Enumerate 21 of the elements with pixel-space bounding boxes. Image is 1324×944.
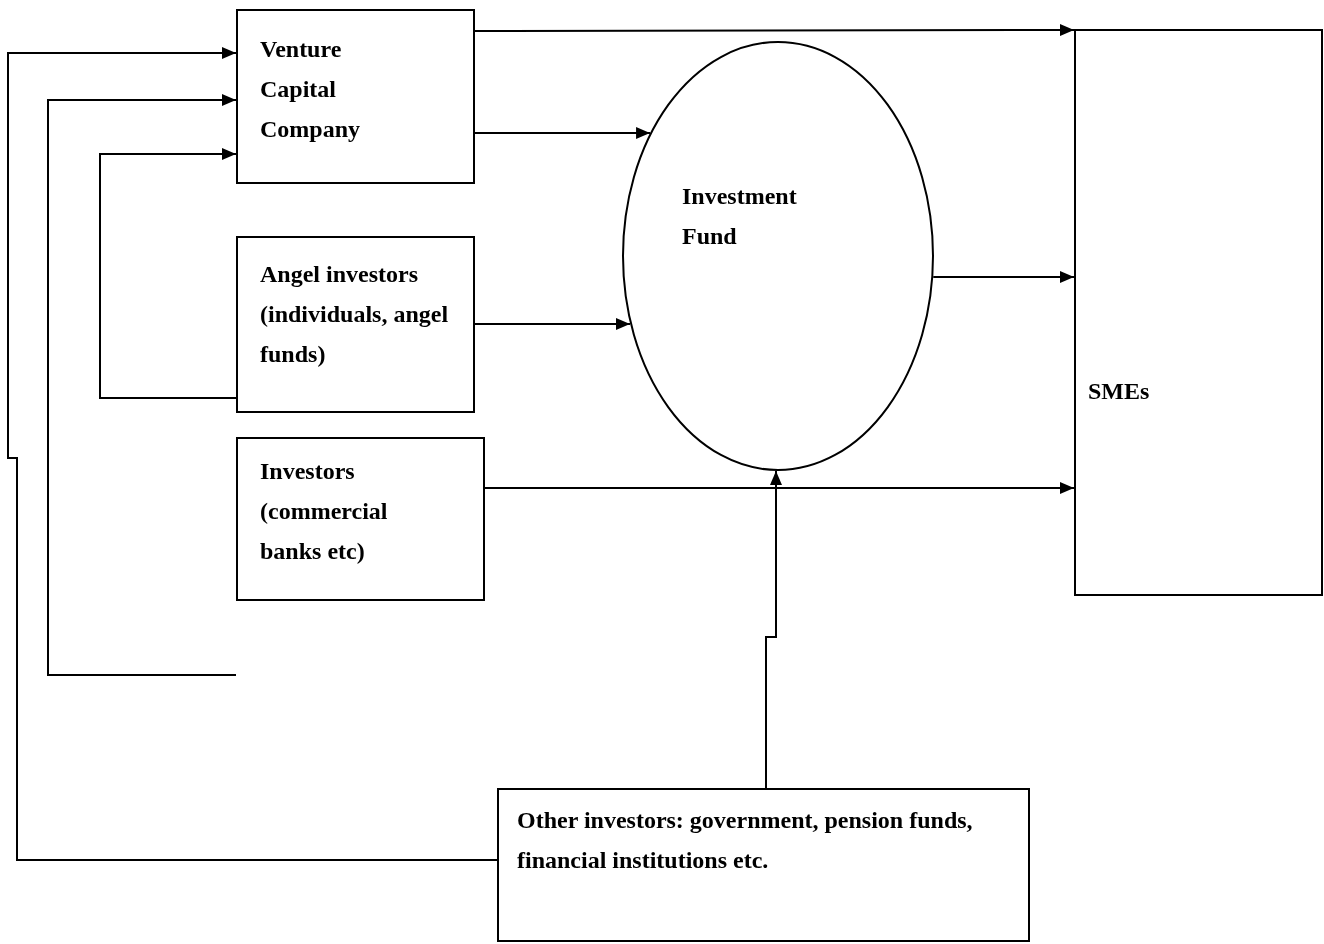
arrow [47, 94, 237, 676]
arrow [7, 47, 498, 861]
arrow [932, 271, 1075, 283]
arrow [765, 470, 782, 789]
node-label: Other investors: government, pension funds, financial institutions etc. [517, 806, 974, 875]
process-box [236, 9, 475, 184]
process-box [236, 236, 475, 413]
process-box [497, 788, 1030, 942]
arrow [474, 24, 1075, 36]
fund-ellipse [622, 41, 934, 471]
process-box [236, 437, 485, 601]
node-label: SMEs [1088, 377, 1151, 406]
node-label: Investors (commercial banks etc) [260, 457, 389, 566]
node-label: Venture Capital Company [260, 35, 362, 144]
node-label: Angel investors (individuals, angel funds) [260, 260, 450, 369]
node-label: Investment Fund [682, 182, 798, 251]
process-box [1074, 29, 1323, 596]
arrow [474, 318, 631, 330]
arrow [474, 127, 652, 139]
arrow [99, 148, 237, 399]
arrow [484, 482, 1075, 494]
